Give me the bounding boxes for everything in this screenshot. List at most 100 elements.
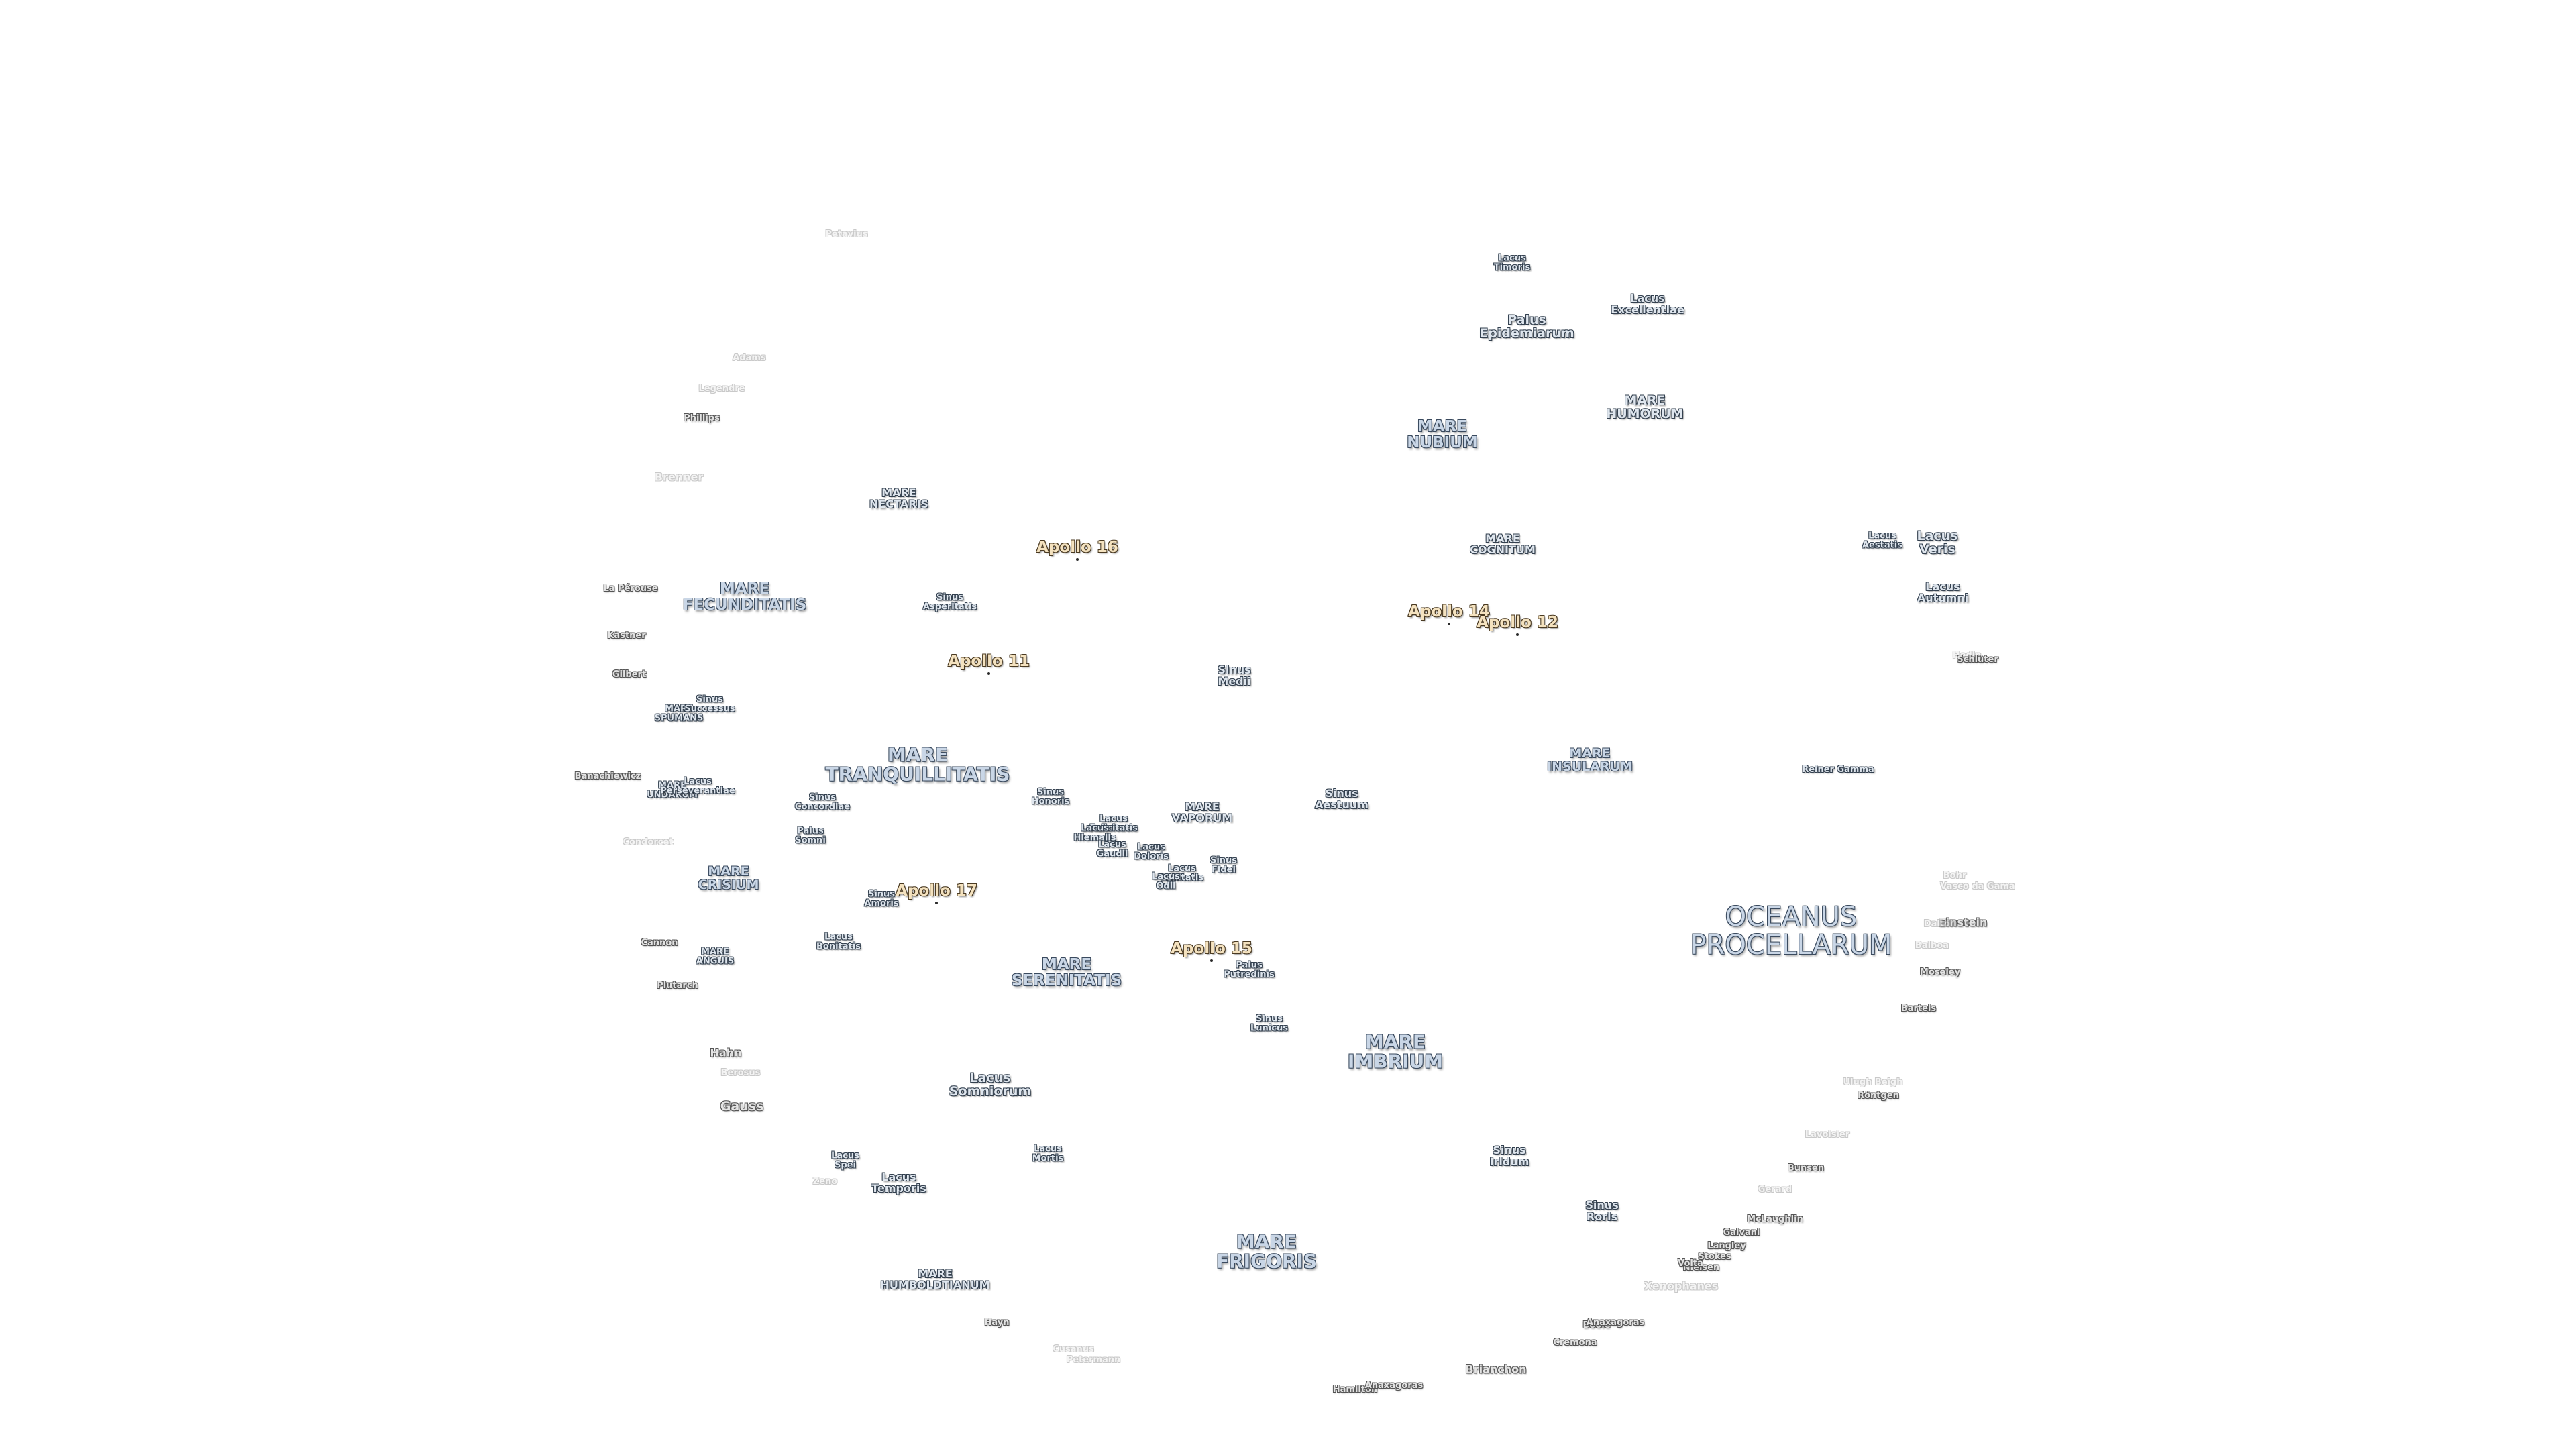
crater-label-cusanus: Cusanus [1053, 1344, 1094, 1355]
palus-label-putredinis: Palus Putredinis [1224, 960, 1275, 979]
sinus-label-lunicus: Sinus Lunicus [1250, 1014, 1288, 1033]
lacus-label-hiemalis: Lacus Hiemalis [1073, 823, 1116, 843]
crater-label-xenophanes: Xenophanes [1644, 1279, 1719, 1293]
crater-label-condorcet: Condorcet [623, 837, 674, 848]
apollo-16-site-marker[interactable] [1076, 558, 1079, 561]
crater-label-hayn: Hayn [984, 1318, 1010, 1328]
sinus-label-iridum: Sinus Iridum [1489, 1144, 1529, 1168]
apollo-15-site-marker[interactable] [1210, 959, 1213, 962]
ocean-label-procellarum: OCEANUS PROCELLARUM [1690, 902, 1892, 961]
sinus-label-roris: Sinus Roris [1585, 1199, 1619, 1223]
mare-label-fecunditatis: MARE FECUNDITATIS [682, 580, 807, 614]
mare-label-vaporum: MARE VAPORUM [1171, 800, 1233, 824]
crater-label-boole: Boole [1582, 1320, 1611, 1331]
mare-label-serenitatis: MARE SERENITATIS [1011, 955, 1122, 989]
apollo-14-label[interactable]: Apollo 14 [1408, 602, 1490, 621]
lacus-label-temporis: Lacus Temporis [871, 1171, 926, 1195]
crater-label-balboa: Balboa [1915, 941, 1949, 951]
palus-label-somni: Palus Somni [795, 826, 826, 845]
lacus-label-aestatis: Lacus Aestatis [1862, 531, 1903, 550]
mare-label-cognitum: MARE COGNITUM [1470, 532, 1536, 556]
apollo-17-label[interactable]: Apollo 17 [896, 881, 977, 900]
crater-label-hahn: Hahn [710, 1046, 742, 1059]
crater-label-kastner: Kästner [607, 631, 646, 641]
apollo-11-label[interactable]: Apollo 11 [948, 652, 1030, 670]
apollo-16-label[interactable]: Apollo 16 [1036, 538, 1118, 556]
crater-label-anaxagoras-2: Anaxagoras [1586, 1318, 1645, 1328]
crater-label-vasco-da-gama: Vasco da Gama [1940, 881, 2015, 892]
crater-label-petermann: Petermann [1066, 1355, 1121, 1366]
crater-label-galvani: Galvani [1723, 1228, 1760, 1238]
lacus-label-perseverantiae: Lacus Perseverantiae [660, 776, 735, 796]
mare-label-nubium: MARE NUBIUM [1407, 417, 1478, 451]
crater-label-einstein: Einstein [1938, 916, 1988, 929]
mare-label-anguis: MARE ANGUIS [696, 947, 735, 966]
mare-label-frigoris: MARE FRIGORIS [1216, 1230, 1318, 1273]
crater-label-bunsen: Bunsen [1787, 1163, 1825, 1174]
palus-label-epidemiarum: Palus Epidemiarum [1479, 313, 1574, 341]
crater-label-hamilton: Hamilton [1332, 1385, 1378, 1395]
crater-label-schluter: Schlüter [1957, 655, 1998, 665]
apollo-12-label[interactable]: Apollo 12 [1477, 613, 1558, 631]
sinus-label-concordiae: Sinus Concordiae [794, 792, 851, 812]
mare-label-humboldtianum: MARE HUMBOLDTIANUM [880, 1267, 990, 1291]
lacus-label-mortis: Lacus Mortis [1032, 1144, 1064, 1163]
sinus-label-medii: Sinus Medii [1218, 663, 1251, 688]
crater-label-berosus: Berosus [720, 1068, 761, 1079]
sinus-label-fidei: Sinus Fidei [1210, 855, 1238, 875]
mare-label-imbrium: MARE IMBRIUM [1347, 1030, 1444, 1073]
lacus-label-lenitatis: Lacus Lenitatis [1160, 863, 1204, 883]
sinus-label-asperitatis: Sinus Asperitatis [922, 592, 977, 612]
apollo-12-site-marker[interactable] [1516, 633, 1519, 636]
crater-label-nielsen: Nielsen [1682, 1263, 1720, 1273]
crater-label-adams: Adams [733, 353, 766, 364]
mare-label-nectaris: MARE NECTARIS [869, 486, 928, 511]
crater-label-ulugh-beigh: Ulugh Beigh [1843, 1077, 1903, 1088]
mare-label-undarum: MARE UNDARUM [647, 780, 698, 800]
apollo-15-label[interactable]: Apollo 15 [1171, 939, 1252, 957]
crater-label-anaxagoras: Anaxagoras [1364, 1381, 1424, 1391]
apollo-17-site-marker[interactable] [935, 902, 938, 904]
apollo-14-site-marker[interactable] [1448, 623, 1450, 625]
crater-label-brenner: Brenner [654, 470, 704, 484]
lacus-label-excellentiae: Lacus Excellentiae [1611, 292, 1684, 316]
crater-label-la-perouse: La Pérouse [603, 584, 658, 594]
feature-label-reiner-gamma: Reiner Gamma [1802, 765, 1874, 775]
crater-label-stokes: Stokes [1698, 1252, 1731, 1263]
crater-label-gerard: Gerard [1758, 1185, 1792, 1195]
crater-label-cremona: Cremona [1553, 1338, 1597, 1348]
crater-label-mclaughlin: McLaughlin [1747, 1214, 1803, 1225]
apollo-11-site-marker[interactable] [987, 672, 990, 675]
lacus-label-bonitatis: Lacus Bonitatis [816, 932, 861, 951]
mare-label-crisium: MARE CRISIUM [698, 864, 759, 892]
lacus-label-veris: Lacus Veris [1917, 529, 1958, 557]
crater-label-phillips: Phillips [684, 413, 720, 424]
crater-label-petavius: Petavius [825, 229, 868, 240]
mare-label-humorum: MARE HUMORUM [1606, 393, 1684, 421]
crater-label-bohr: Bohr [1943, 871, 1967, 881]
crater-label-bartels: Bartels [1900, 1004, 1937, 1014]
crater-label-cannon: Cannon [641, 938, 678, 949]
mare-label-insularum: MARE INSULARUM [1547, 746, 1633, 774]
crater-label-brianchon: Brianchon [1465, 1362, 1527, 1376]
lacus-label-autumni: Lacus Autumni [1917, 580, 1969, 604]
crater-label-lavoisier: Lavoisier [1805, 1130, 1850, 1140]
crater-label-rontgen: Röntgen [1858, 1091, 1899, 1102]
lacus-label-timoris: Lacus Timoris [1493, 253, 1531, 272]
sinus-label-aestuum: Sinus Aestuum [1315, 787, 1368, 811]
crater-label-langley: Langley [1707, 1241, 1746, 1252]
crater-label-moseley: Moseley [1919, 967, 1961, 978]
mare-label-tranquillitatis: MARE TRANQUILLITATIS [825, 743, 1010, 786]
lacus-label-spei: Lacus Spei [831, 1150, 859, 1170]
crater-label-legendre: Legendre [698, 384, 745, 394]
crater-label-banachiewicz: Banachiewicz [574, 771, 641, 782]
crater-label-hedin: Hedin [1952, 651, 1982, 661]
lacus-label-somniorum: Lacus Somniorum [949, 1071, 1032, 1099]
sinus-label-honoris: Sinus Honoris [1031, 787, 1070, 806]
crater-label-plutarch: Plutarch [657, 981, 698, 991]
lacus-label-gaudii: Lacus Gaudii [1096, 839, 1128, 859]
sinus-label-amoris: Sinus Amoris [864, 889, 899, 908]
lacus-label-felicitatis: Lacus Felicitatis [1089, 814, 1138, 833]
lacus-label-odii: Lacus Odii [1152, 871, 1180, 891]
